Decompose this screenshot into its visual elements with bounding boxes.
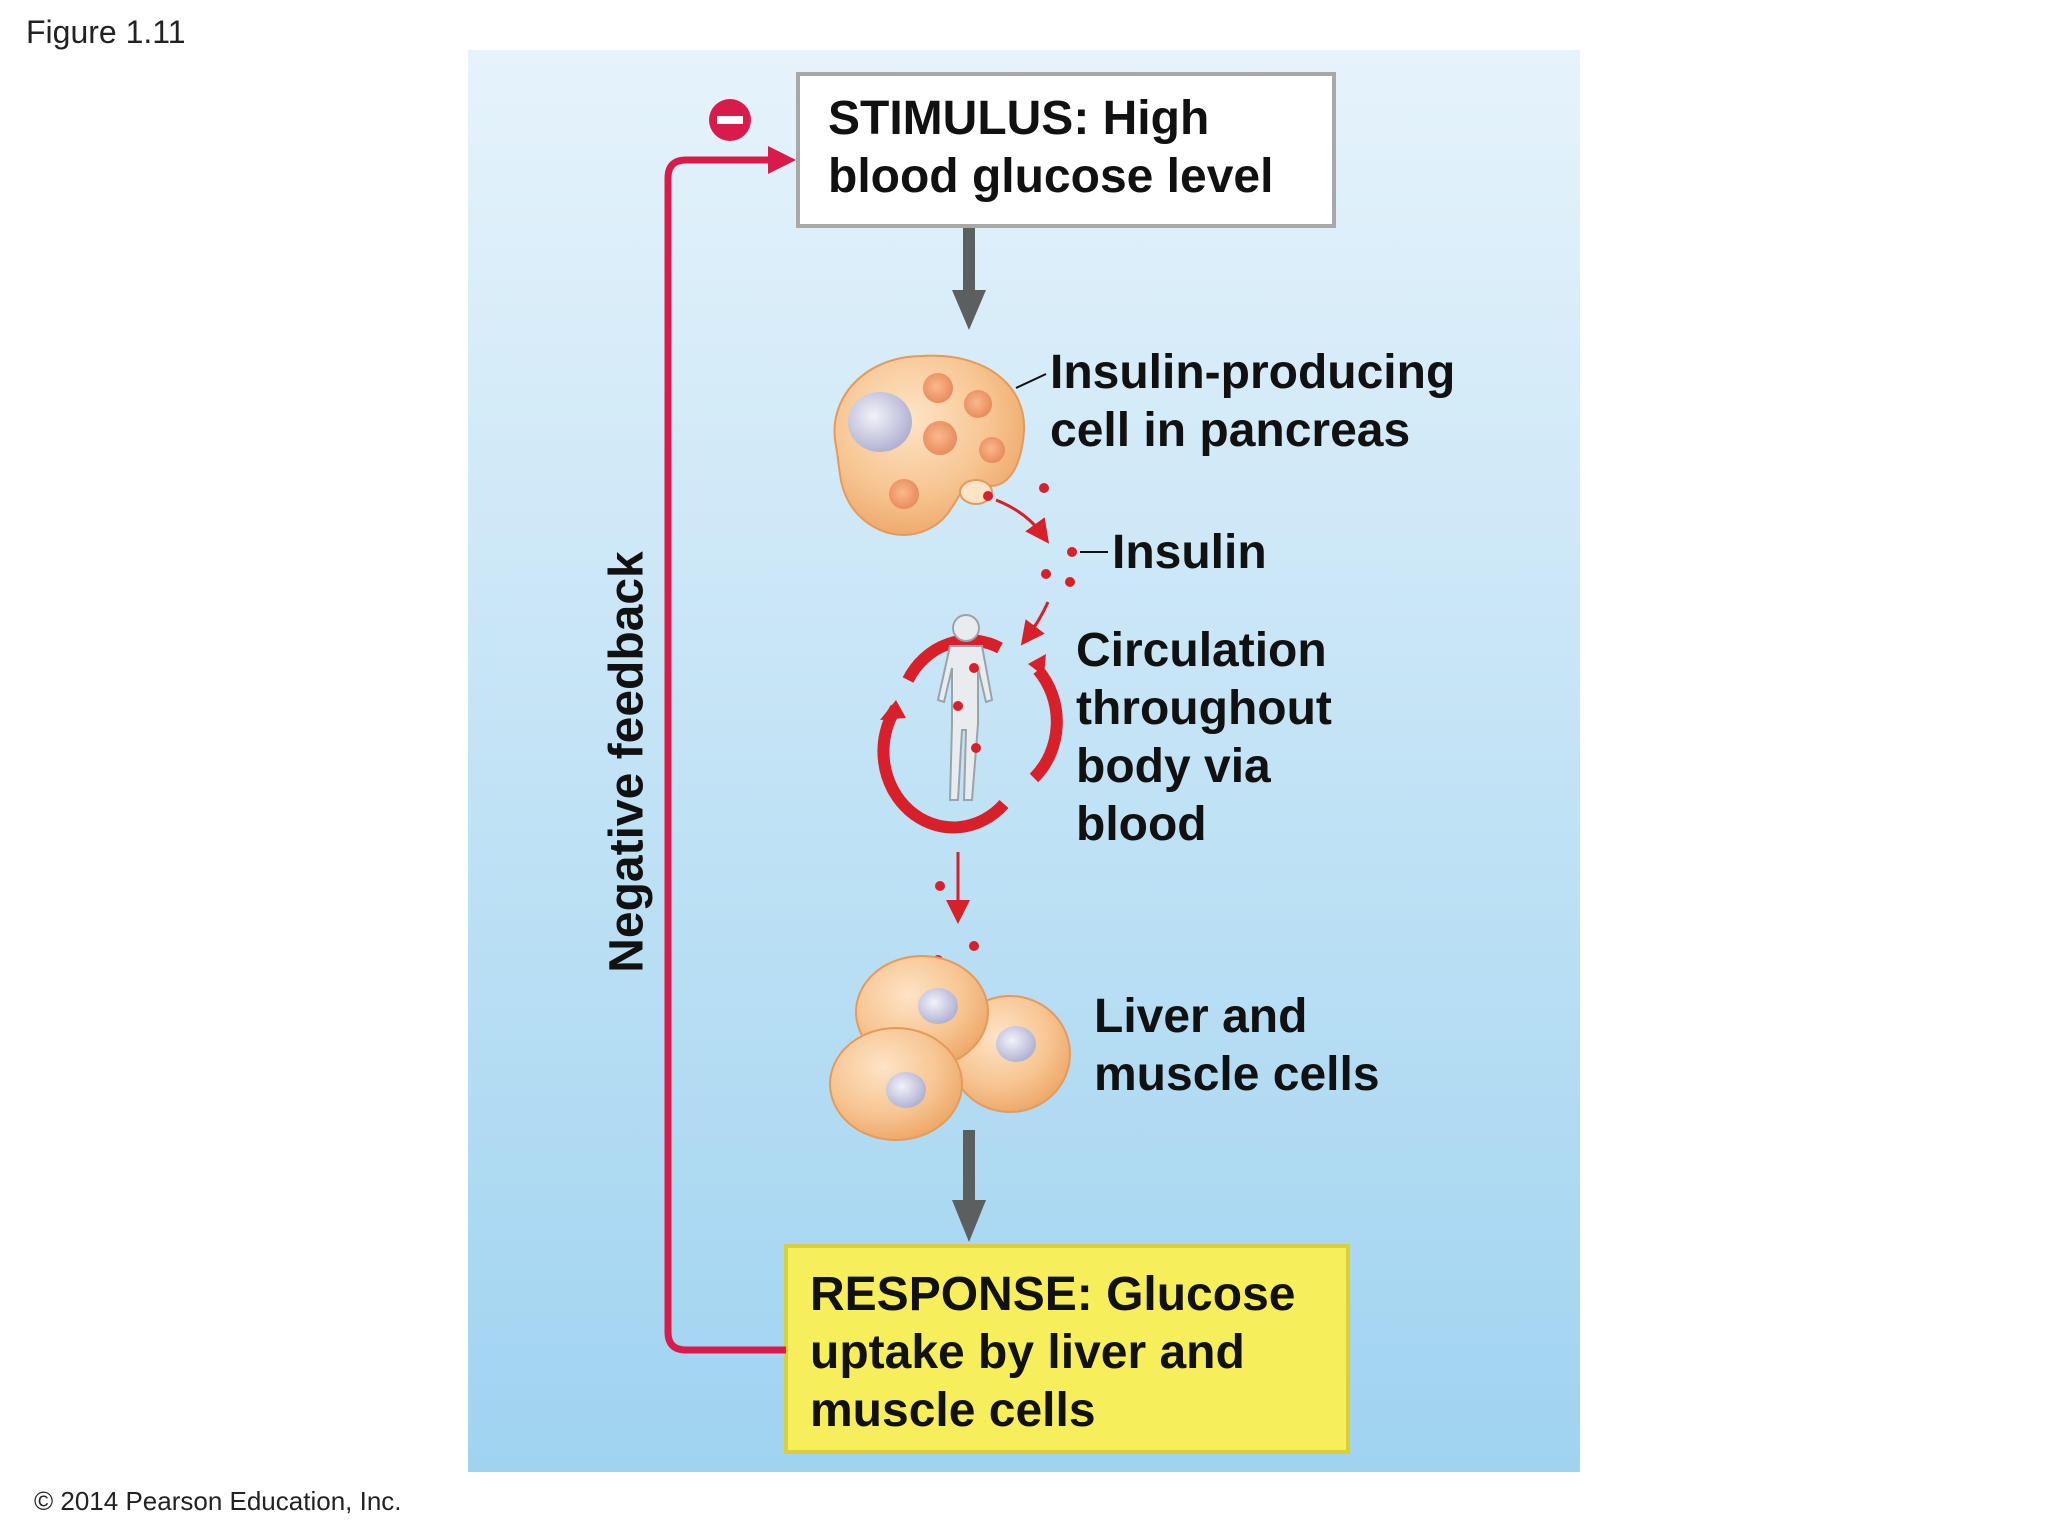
liver-muscle-label-line-1: Liver and — [1094, 990, 1308, 1043]
flow-arrow-bottom — [952, 1130, 986, 1242]
stimulus-line-2: blood glucose level — [828, 150, 1274, 203]
liver-muscle-cells — [829, 955, 1071, 1141]
insulin-granule — [923, 373, 953, 403]
circulation-label-line-3: body via — [1076, 740, 1271, 793]
insulin-granule — [923, 421, 957, 455]
insulin-molecules — [983, 483, 1077, 587]
insulin-granule — [979, 437, 1005, 463]
human-figure-icon — [936, 614, 994, 801]
to-circulation-arrow — [1020, 601, 1050, 646]
stimulus-box — [796, 72, 1336, 228]
negative-feedback-label: Negative feedback — [600, 551, 654, 973]
circulation-label: Circulation throughout body via blood — [1076, 622, 1332, 854]
flow-arrow-top — [952, 228, 986, 330]
feedback-loop-line — [664, 156, 786, 1354]
copyright-notice: © 2014 Pearson Education, Inc. — [34, 1486, 402, 1516]
response-line-3: muscle cells — [810, 1384, 1096, 1437]
insulin-granule — [964, 390, 992, 418]
pancreas-label-line-2: cell in pancreas — [1050, 404, 1411, 457]
pancreas-label: Insulin-producing cell in pancreas — [1050, 344, 1455, 460]
insulin-granule — [889, 479, 919, 509]
response-text: RESPONSE: Glucose uptake by liver and mu… — [810, 1266, 1295, 1440]
pancreas-label-line-1: Insulin-producing — [1050, 346, 1456, 399]
response-line-2: uptake by liver and — [810, 1326, 1245, 1379]
diagram-panel — [468, 50, 1580, 1472]
stimulus-line-1: STIMULUS: High — [828, 92, 1210, 145]
circulation-label-line-4: blood — [1076, 798, 1207, 851]
circulation-label-line-1: Circulation — [1076, 624, 1327, 677]
pancreas-leader-line — [1015, 373, 1047, 389]
pancreas-cell — [833, 354, 1026, 536]
circulation-label-line-2: throughout — [1076, 682, 1332, 735]
feedback-arrowhead — [768, 146, 796, 174]
insulin-label: Insulin — [1112, 526, 1267, 579]
liver-muscle-label: Liver and muscle cells — [1094, 988, 1380, 1104]
minus-sign-icon — [709, 99, 751, 141]
pancreas-nucleus — [848, 392, 912, 452]
liver-muscle-label-line-2: muscle cells — [1094, 1048, 1380, 1101]
insulin-in-blood — [953, 663, 981, 753]
figure-label: Figure 1.11 — [26, 14, 186, 50]
stimulus-text: STIMULUS: High blood glucose level — [828, 90, 1273, 206]
circulation-ring — [877, 634, 1063, 834]
release-arrow — [995, 498, 1050, 544]
response-line-1: RESPONSE: Glucose — [810, 1268, 1296, 1321]
